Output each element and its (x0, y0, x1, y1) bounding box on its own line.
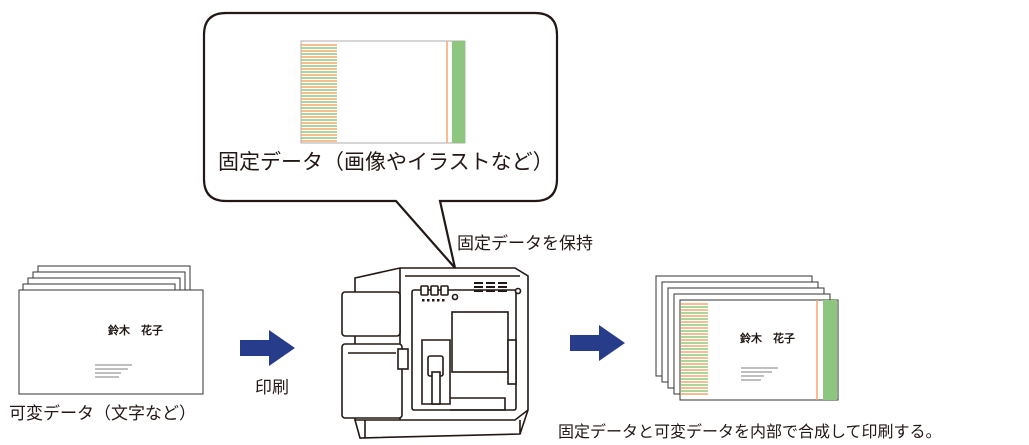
fixed-data-card (300, 40, 466, 144)
printer-illustration (341, 267, 529, 439)
print-arrow-caption: 印刷 (255, 378, 289, 398)
output-card-name: 鈴木 花子 (740, 331, 795, 345)
input-card-stack (18, 265, 204, 395)
bubble-caption: 固定データ（画像やイラストなど） (218, 150, 554, 174)
output-card-stack (655, 275, 839, 401)
output-caption: 固定データと可変データを内部で合成して印刷する。 (558, 422, 942, 441)
output-card-address-lines (741, 367, 778, 381)
printer-caption: 固定データを保持 (457, 234, 593, 254)
input-card-address-lines (95, 364, 132, 378)
print-arrow-icon (240, 330, 295, 366)
output-arrow-icon (570, 325, 625, 361)
input-card-name: 鈴木 花子 (108, 323, 163, 337)
input-caption: 可変データ（文字など） (9, 404, 196, 424)
